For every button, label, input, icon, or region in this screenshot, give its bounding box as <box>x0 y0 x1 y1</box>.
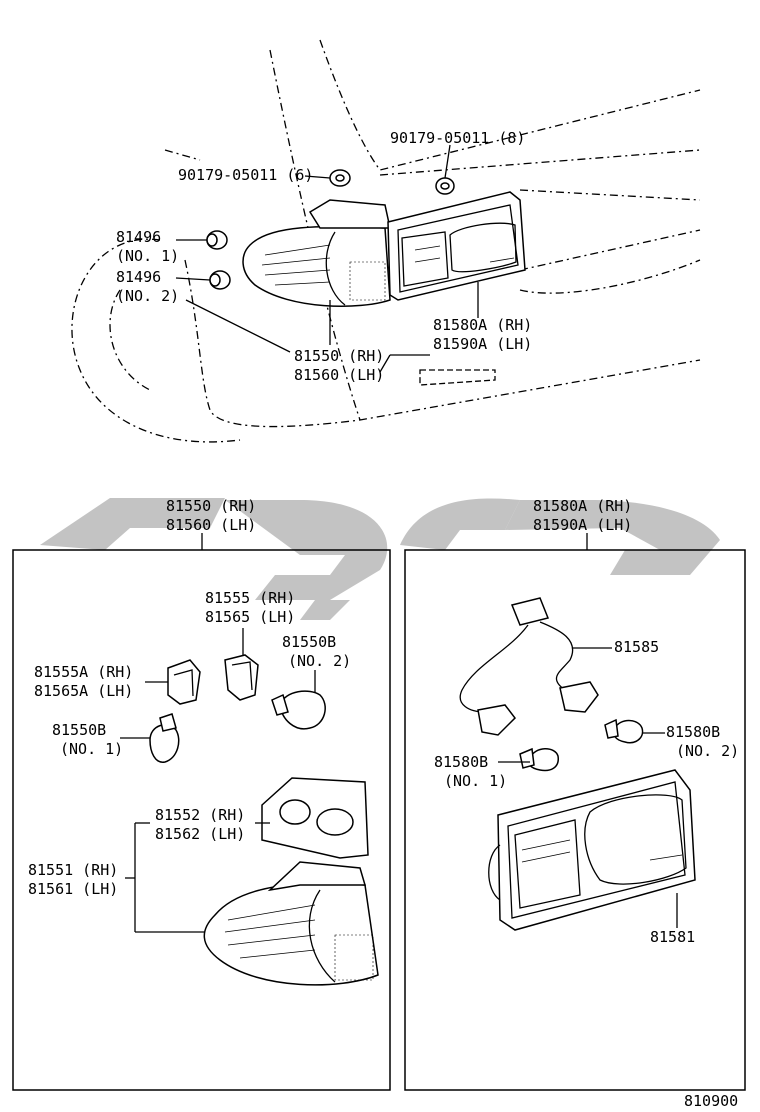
label-top-rear-lh: 81590A (LH) <box>433 335 532 353</box>
label-lens-lh: 81561 (LH) <box>28 880 118 898</box>
label-socket-a-rh: 81555A (RH) <box>34 663 133 681</box>
label-bulb-no1-right-part: 81580B <box>434 753 488 771</box>
rear-lens-81581 <box>488 769 696 931</box>
label-clip-2-part: 81496 <box>116 268 161 286</box>
clip-no2 <box>209 270 231 290</box>
label-left-box-lh: 81560 (LH) <box>166 516 256 534</box>
label-lens-rh: 81551 (RH) <box>28 861 118 879</box>
label-right-box-rh: 81580A (RH) <box>533 497 632 515</box>
bulb-no1-right <box>498 747 559 772</box>
right-detail-box <box>404 549 746 1091</box>
label-top-side-lh: 81560 (LH) <box>294 366 384 384</box>
label-right-box-lh: 81590A (LH) <box>533 516 632 534</box>
label-bulb-no1-left-part: 81550B <box>52 721 106 739</box>
rear-lamp-top <box>387 191 526 301</box>
socket-81555a <box>145 659 201 705</box>
bulb-no2-left <box>271 670 326 730</box>
label-wire-harness: 81585 <box>614 638 659 656</box>
diagram-code: 810900 <box>684 1092 738 1110</box>
label-gasket-rh: 81552 (RH) <box>155 806 245 824</box>
lens-81551 <box>203 861 379 986</box>
side-lamp-top <box>242 199 391 307</box>
grommet-right <box>435 177 455 195</box>
label-top-side-rh: 81550 (RH) <box>294 347 384 365</box>
label-bulb-no1-right-note: (NO. 1) <box>444 772 507 790</box>
label-bulb-no1-left-note: (NO. 1) <box>60 740 123 758</box>
label-bulb-no2-left-note: (NO. 2) <box>288 652 351 670</box>
gasket-81552 <box>255 777 369 859</box>
bulb-no1-left <box>120 713 180 763</box>
label-socket-lh: 81565 (LH) <box>205 608 295 626</box>
label-bulb-no2-right-part: 81580B <box>666 723 720 741</box>
bulb-no2-right <box>604 718 665 744</box>
label-bulb-no2-left-part: 81550B <box>282 633 336 651</box>
label-clip-2-note: (NO. 2) <box>116 287 179 305</box>
grommet-left <box>329 169 351 187</box>
label-top-rear-rh: 81580A (RH) <box>433 316 532 334</box>
label-bulb-no2-right-note: (NO. 2) <box>676 742 739 760</box>
clip-no1 <box>206 230 228 250</box>
label-socket-rh: 81555 (RH) <box>205 589 295 607</box>
label-grommet-left: 90179-05011 (6) <box>178 166 313 184</box>
leader-lines-top <box>175 144 479 373</box>
label-clip-1-note: (NO. 1) <box>116 247 179 265</box>
label-left-box-rh: 81550 (RH) <box>166 497 256 515</box>
wire-harness-81585 <box>459 597 612 736</box>
label-clip-1-part: 81496 <box>116 228 161 246</box>
label-grommet-right: 90179-05011 (8) <box>390 129 525 147</box>
label-socket-a-lh: 81565A (LH) <box>34 682 133 700</box>
labels: 90179-05011 (6) 90179-05011 (8) 81496 (N… <box>28 129 739 1110</box>
leader-lens <box>125 822 205 933</box>
socket-81555 <box>224 628 259 701</box>
vehicle-body-outline <box>71 39 701 443</box>
label-rear-lens: 81581 <box>650 928 695 946</box>
label-gasket-lh: 81562 (LH) <box>155 825 245 843</box>
